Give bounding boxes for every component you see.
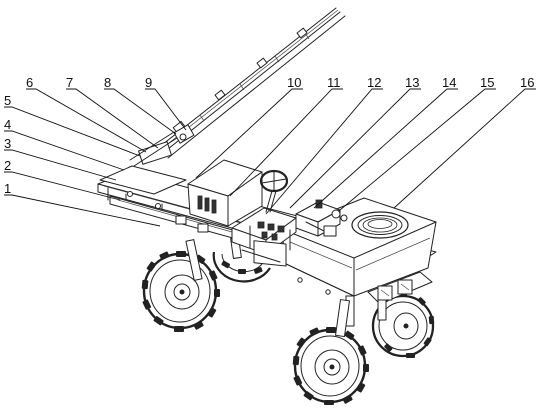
boom-arm xyxy=(157,7,346,159)
leader-13 xyxy=(289,88,421,209)
leader-11 xyxy=(229,88,343,197)
chassis-fittings xyxy=(127,191,331,295)
boom-bracket xyxy=(129,124,195,167)
label-15: 15 xyxy=(480,75,494,90)
label-7: 7 xyxy=(66,75,73,90)
leader-7 xyxy=(66,88,159,149)
label-13: 13 xyxy=(405,75,419,90)
leader-15 xyxy=(339,88,496,211)
front-left-wheel xyxy=(141,239,220,332)
label-9: 9 xyxy=(145,75,152,90)
label-11: 11 xyxy=(327,75,341,90)
label-14: 14 xyxy=(442,75,456,90)
leader-14 xyxy=(313,88,458,209)
label-4: 4 xyxy=(4,117,11,132)
callout-labels: 1 2 3 4 5 6 7 8 9 10 11 12 13 14 15 16 xyxy=(4,75,534,196)
leader-9 xyxy=(145,88,187,131)
label-16: 16 xyxy=(520,75,534,90)
label-12: 12 xyxy=(367,75,381,90)
leader-10 xyxy=(195,88,303,179)
pump-valve xyxy=(295,199,348,237)
steering-wheel xyxy=(259,169,289,213)
leader-16 xyxy=(393,88,536,209)
label-6: 6 xyxy=(26,75,33,90)
leader-lines xyxy=(4,88,536,227)
label-2: 2 xyxy=(4,158,11,173)
leader-12 xyxy=(265,88,383,215)
leader-2 xyxy=(4,171,121,201)
leader-1 xyxy=(4,194,161,227)
rear-left-wheel xyxy=(292,299,369,405)
leader-6 xyxy=(26,88,147,153)
leader-3 xyxy=(4,149,117,181)
label-8: 8 xyxy=(104,75,111,90)
leader-4 xyxy=(4,130,125,171)
label-5: 5 xyxy=(4,93,11,108)
label-3: 3 xyxy=(4,136,11,151)
engine-block xyxy=(249,221,291,267)
cab-housing xyxy=(187,159,263,227)
leader-8 xyxy=(104,88,177,135)
label-1: 1 xyxy=(4,181,11,196)
rear-pump-unit xyxy=(345,271,433,327)
label-10: 10 xyxy=(287,75,301,90)
leader-5 xyxy=(4,106,141,157)
